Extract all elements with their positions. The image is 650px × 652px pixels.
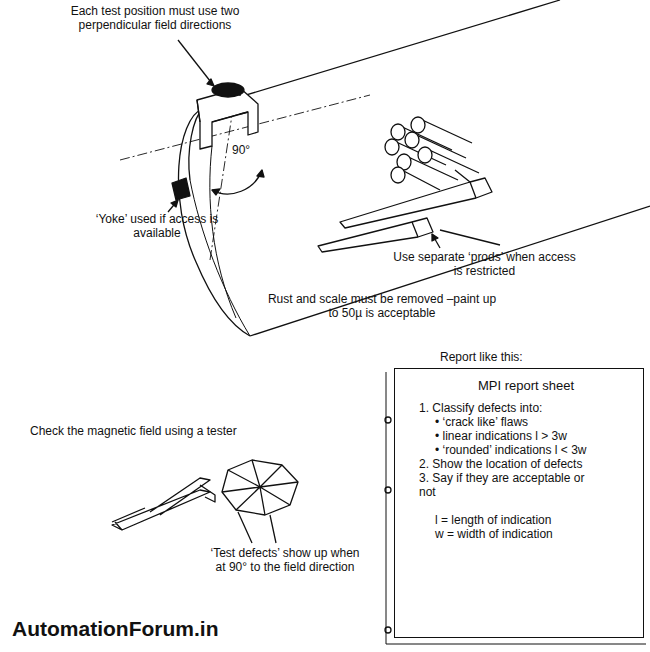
list-item: 3. Say if they are acceptable or not: [419, 471, 633, 499]
cable-bundle: [385, 117, 479, 190]
angle-label: 90°: [232, 143, 272, 157]
pipe-edge: [203, 0, 560, 108]
arrowhead: [432, 234, 438, 241]
arrowhead: [207, 79, 214, 86]
callout-note: Use separate ‘prods’ when access is rest…: [392, 250, 577, 278]
list-bullet: • linear indications l > 3w: [419, 429, 633, 443]
pipe-inner: [210, 146, 236, 318]
report-heading: Report like this:: [440, 350, 590, 364]
legend-note: w = width of indication: [419, 527, 633, 541]
callout-note: Each test position must use two perpendi…: [40, 4, 270, 32]
defect-mark: [172, 178, 190, 200]
list-item: 2. Show the location of defects: [419, 457, 633, 471]
arrowhead: [171, 200, 178, 207]
pipe-rim: [190, 180, 250, 336]
callout-note: Rust and scale must be removed –paint up…: [262, 292, 502, 320]
field-tester: [112, 460, 298, 530]
yoke-coil: [212, 83, 244, 97]
callout-note: Check the magnetic field using a tester: [30, 424, 290, 438]
legend-note: l = length of indication: [419, 513, 633, 527]
callout-note: ‘Yoke’ used if access is available: [82, 212, 232, 240]
list-bullet: • ‘rounded’ indications l < 3w: [419, 443, 633, 457]
leader-line: [168, 200, 178, 212]
callout-note: ‘Test defects’ show up when at 90° to th…: [205, 546, 365, 574]
pipe-edge: [250, 206, 650, 336]
centerline: [210, 115, 232, 260]
leader-line: [178, 40, 214, 86]
report-title: MPI report sheet: [419, 379, 633, 393]
list-bullet: • ‘crack like’ flaws: [419, 415, 633, 429]
leader-line: [432, 234, 440, 248]
prod: [318, 170, 500, 252]
leader-line: [238, 512, 276, 543]
watermark: AutomationForum.in: [12, 616, 312, 641]
arrowhead: [212, 170, 264, 195]
report-sheet: MPI report sheet 1. Classify defects into…: [394, 368, 644, 638]
list-item: 1. Classify defects into:: [419, 401, 633, 415]
